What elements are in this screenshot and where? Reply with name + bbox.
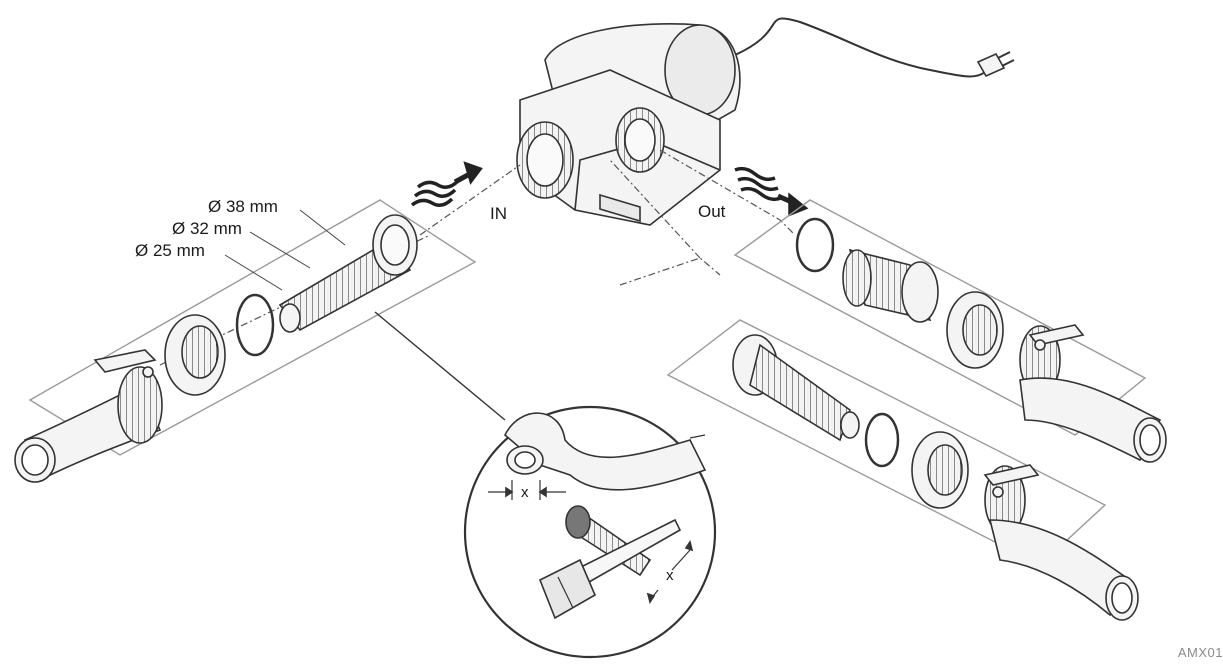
- cutting-detail-callout: [374, 311, 717, 659]
- hose-clamp-right-lower: [983, 464, 1040, 535]
- dimension-leaders: [224, 209, 346, 291]
- power-plug: [976, 52, 1006, 78]
- inlet-label: IN: [490, 204, 507, 223]
- outlet-assembly-lower: [666, 319, 1139, 621]
- outlet-assembly-upper: [733, 199, 1167, 463]
- power-cord: [734, 17, 986, 78]
- figure-code: AMX01: [1177, 645, 1223, 660]
- pump-unit: [516, 17, 1015, 226]
- cut-width-label-top: x: [521, 484, 529, 501]
- outlet-label: Out: [698, 202, 726, 221]
- o-ring-right-lower: [864, 412, 900, 468]
- diameter-25-label: Ø 25 mm: [135, 241, 205, 260]
- diameter-32-label: Ø 32 mm: [172, 219, 242, 238]
- o-ring-left: [235, 293, 275, 357]
- flow-arrow-icon: [410, 161, 483, 207]
- o-ring-right-upper: [795, 217, 835, 273]
- union-nut-right-upper: [946, 291, 1004, 369]
- union-nut-left: [164, 314, 226, 396]
- hose-clamp-left: [93, 349, 163, 444]
- threaded-adapter: [842, 248, 939, 323]
- assembly-tray-right-upper: [733, 199, 1147, 436]
- hose-bend: [504, 412, 707, 491]
- flow-arrow-icon: [734, 166, 809, 217]
- knife-handle-icon: [538, 558, 597, 620]
- union-nut-right-lower: [911, 431, 969, 509]
- assembly-tray-right-lower: [666, 319, 1107, 566]
- inlet-assembly: [14, 199, 477, 483]
- diameter-38-label: Ø 38 mm: [208, 197, 278, 216]
- cut-width-label-bottom: x: [666, 567, 674, 584]
- stepped-hose-tail: [278, 214, 418, 333]
- stepped-hose-tail-lower: [732, 334, 860, 442]
